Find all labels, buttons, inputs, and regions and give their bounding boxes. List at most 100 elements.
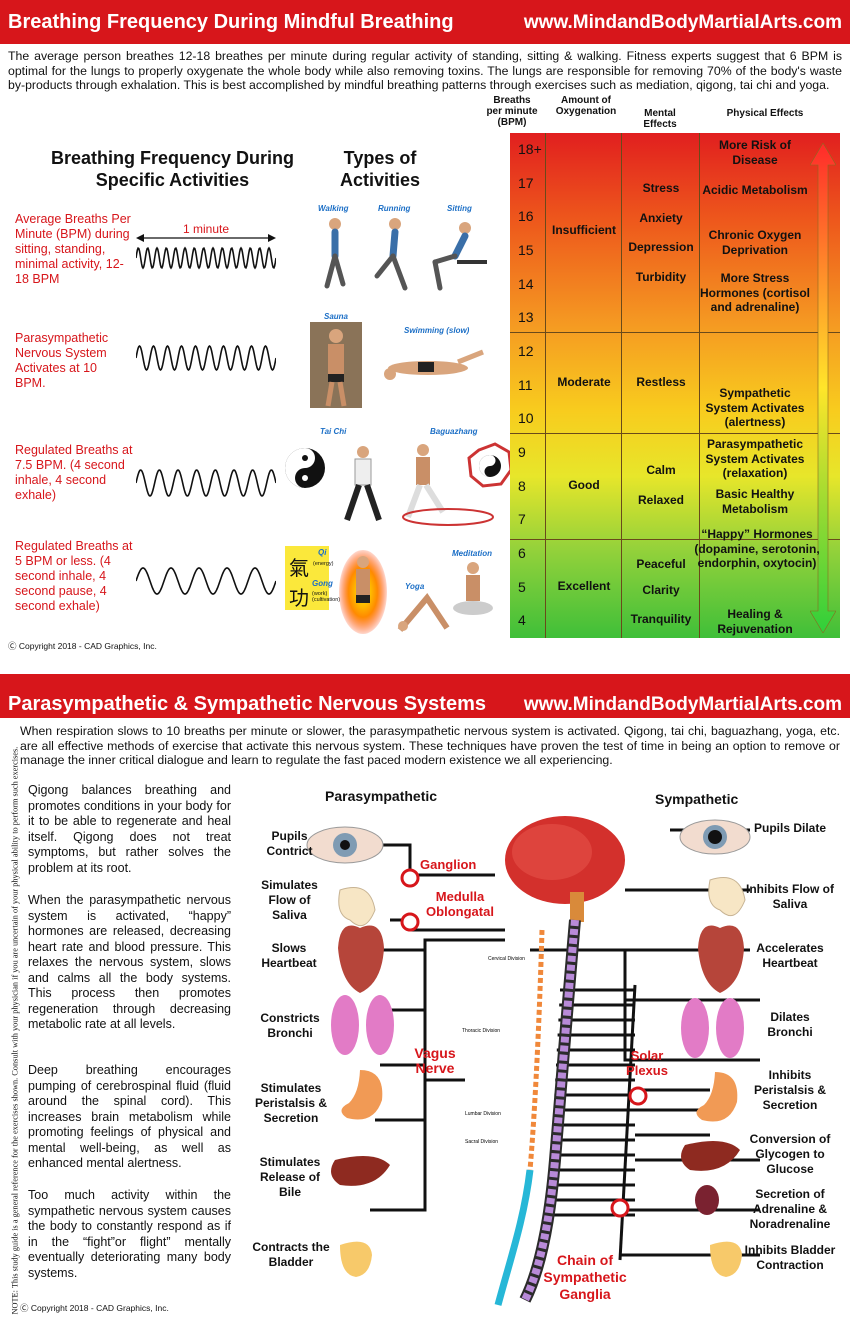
header-oxygenation: Amount of Oxygenation (555, 95, 617, 117)
section1-title: Breathing Frequency During Mindful Breat… (8, 11, 454, 33)
solar-plexus-label: Solar Plexus (626, 1048, 668, 1078)
physical-happy-hormones: “Happy” Hormones (dopamine, serotonin, e… (694, 527, 820, 570)
bpm-value: 12 (518, 342, 534, 359)
right-heartbeat: Accelerates Heartbeat (756, 941, 824, 970)
oxygenation-excellent: Excellent (557, 579, 611, 593)
wave-10-bpm (136, 344, 276, 372)
qigong-yoga-meditation-figures (339, 550, 493, 634)
bpm-value: 14 (518, 275, 534, 292)
activity-baguazhang-label: Baguazhang (430, 427, 478, 436)
section2-url[interactable]: www.MindandBodyMartialArts.com (523, 694, 842, 715)
left-bladder: Contracts the Bladder (252, 1240, 330, 1269)
row-label-regulated-5: Regulated Breaths at 5 BPM or less. (4 s… (15, 539, 133, 613)
mental-calm: Calm (646, 463, 676, 477)
mental-depression: Depression (628, 240, 694, 254)
parasympathetic-heading: Parasympathetic (325, 788, 438, 804)
mental-restless: Restless (636, 375, 686, 389)
physical-risk-disease: More Risk of Disease (718, 138, 791, 167)
section2-copyright: Ⓒ Copyright 2018 - CAD Graphics, Inc. (20, 1303, 169, 1313)
bpm-value: 6 (518, 544, 526, 561)
lumbar-label: Lumbar Division (465, 1111, 501, 1117)
section1-copyright: Ⓒ Copyright 2018 - CAD Graphics, Inc. (8, 641, 157, 651)
section2-intro: When respiration slows to 10 breaths per… (20, 724, 840, 767)
bpm-value: 4 (518, 612, 526, 629)
bpm-value: 15 (518, 241, 534, 258)
activity-sauna-label: Sauna (324, 312, 349, 321)
mental-stress: Stress (642, 181, 680, 195)
bpm-value: 5 (518, 578, 526, 595)
gong-sub-label: (work) (cultivation) (312, 591, 341, 603)
physical-parasympathetic: Parasympathetic System Activates (relaxa… (705, 437, 805, 480)
activity-meditation-label: Meditation (452, 549, 492, 558)
activity-walking-label: Walking (318, 204, 349, 213)
header-bpm: Breaths per minute (BPM) (486, 95, 538, 128)
section2-title: Parasympathetic & Sympathetic Nervous Sy… (8, 693, 486, 715)
activity-yoga-label: Yoga (405, 582, 425, 591)
types-heading: Types of Activities (339, 148, 421, 190)
sacral-label: Sacral Division (465, 1139, 498, 1145)
mental-peaceful: Peaceful (636, 557, 686, 571)
bpm-value: 16 (518, 208, 534, 225)
paragraph-qigong: Qigong balances breathing and promotes c… (28, 783, 231, 875)
mental-clarity: Clarity (642, 583, 680, 597)
physical-healing: Healing & Rejuvenation (717, 607, 793, 636)
bpm-value: 7 (518, 511, 526, 528)
wave-15-bpm (136, 246, 276, 270)
right-adrenaline: Secretion of Adrenaline & Noradrenaline (749, 1187, 831, 1231)
bpm-value: 9 (518, 443, 526, 460)
oxygenation-insufficient: Insufficient (551, 223, 616, 237)
physical-effects-arrow (810, 143, 836, 633)
cervical-label: Cervical Division (488, 956, 525, 962)
nervous-system-diagram: Cervical Division Thoracic Division Lumb… (306, 816, 760, 1306)
bpm-value: 8 (518, 477, 526, 494)
physical-acidic-metabolism: Acidic Metabolism (702, 183, 808, 197)
paragraph-sympathetic: Too much activity within the sympathetic… (28, 1188, 231, 1280)
gong-label: Gong (312, 579, 333, 588)
right-peristalsis: Inhibits Peristalsis & Secretion (753, 1068, 827, 1112)
left-pupils-contrict: Pupils Contrict (266, 829, 313, 858)
one-minute-arrow (136, 234, 276, 242)
left-bronchi: Constricts Bronchi (260, 1011, 320, 1040)
header-mental: Mental Effects (643, 108, 677, 130)
section1-intro: The average person breathes 12-18 breath… (8, 49, 842, 92)
bpm-value: 13 (518, 309, 534, 326)
left-peristalsis: Stimulates Peristalsis & Secretion (254, 1081, 328, 1125)
row-label-regulated-7-5: Regulated Breaths at 7.5 BPM. (4 second … (15, 443, 133, 502)
bpm-value: 11 (518, 376, 533, 393)
vagus-nerve-label: Vagus Nerve (414, 1045, 456, 1076)
right-pupils-dilate: Pupils Dilate (753, 821, 827, 835)
thoracic-label: Thoracic Division (462, 1028, 500, 1034)
left-saliva: Simulates Flow of Saliva (261, 878, 318, 922)
oxygenation-good: Good (568, 478, 600, 492)
header-physical: Physical Effects (726, 108, 804, 119)
wave-7-5-bpm (136, 469, 276, 497)
activity-swimming-label: Swimming (slow) (404, 326, 470, 335)
mental-turbidity: Turbidity (635, 270, 687, 284)
wave-5-bpm (136, 567, 276, 595)
activity-sitting-label: Sitting (447, 204, 472, 213)
qi-label: Qi (318, 548, 327, 557)
mental-anxiety: Anxiety (639, 211, 683, 225)
bpm-value: 17 (518, 174, 534, 191)
right-saliva: Inhibits Flow of Saliva (746, 882, 834, 911)
section1-url[interactable]: www.MindandBodyMartialArts.com (523, 12, 842, 33)
one-minute-label: 1 minute (182, 222, 230, 236)
ganglion-label: Ganglion (420, 857, 477, 872)
qigong-characters-icon: 氣 功 (285, 546, 329, 610)
physical-stress-hormones: More Stress Hormones (cortisol and adren… (700, 271, 811, 314)
physical-oxygen-deprivation: Chronic Oxygen Deprivation (708, 228, 802, 257)
freq-heading: Breathing Frequency During Specific Acti… (50, 148, 295, 190)
row-label-parasympathetic: Parasympathetic Nervous System Activates… (15, 331, 109, 390)
qi-sub-label: (energy) (313, 561, 334, 567)
side-note: NOTE: This study guide is a general refe… (10, 746, 20, 1315)
physical-sympathetic: Sympathetic System Activates (alertness) (705, 386, 805, 429)
breathing-table: 18+ 17 16 15 14 13 12 11 10 9 8 7 6 5 4 (510, 133, 840, 638)
sauna-swimming-figures (310, 322, 484, 408)
bpm-value: 18+ (518, 140, 542, 157)
left-heartbeat: Slows Heartbeat (261, 941, 317, 970)
top-banner: Breathing Frequency During Mindful Breat… (0, 0, 850, 44)
bpm-value: 10 (518, 410, 534, 427)
activity-running-label: Running (378, 204, 411, 213)
right-glycogen: Conversion of Glycogen to Glucose (749, 1132, 831, 1176)
paragraph-deep-breathing: Deep breathing encourages pumping of cer… (28, 1063, 231, 1170)
